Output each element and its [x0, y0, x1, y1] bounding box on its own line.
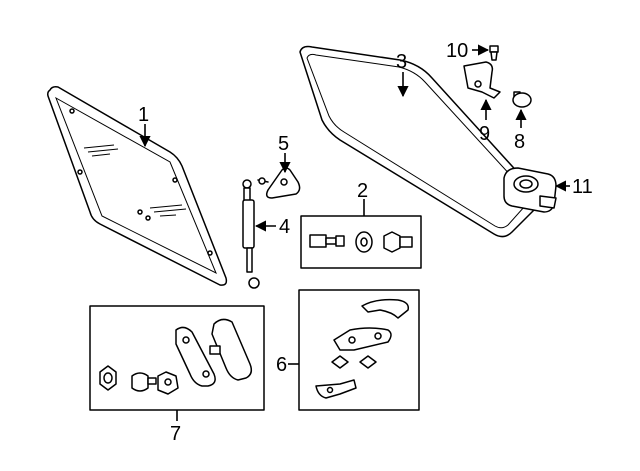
callout-11: 11 — [572, 176, 593, 198]
glass-panel — [47, 86, 228, 286]
callout-1: 1 — [138, 104, 149, 126]
callout-6: 6 — [276, 354, 287, 376]
hinge-assembly-box-7 — [89, 305, 265, 411]
bolt-part — [309, 234, 345, 248]
washer-part — [355, 231, 373, 253]
retainer-clip — [512, 91, 532, 108]
weatherstrip-seal — [299, 45, 538, 238]
support-strut — [242, 179, 260, 289]
callout-3: 3 — [396, 51, 407, 73]
callout-2: 2 — [357, 180, 368, 202]
hardware-kit-box-2 — [300, 215, 422, 269]
nut-part — [383, 231, 413, 253]
callout-10: 10 — [446, 40, 468, 62]
callout-9: 9 — [479, 123, 490, 145]
mounting-bracket — [463, 61, 501, 99]
ball-stud-bracket — [257, 167, 301, 199]
callout-4: 4 — [279, 216, 290, 238]
callout-7: 7 — [170, 423, 181, 445]
latch-housing — [503, 167, 557, 213]
callout-8: 8 — [514, 131, 525, 153]
screw-part — [489, 45, 499, 61]
hinge-components-box-6 — [298, 289, 420, 411]
glass-highlight-marks — [83, 144, 187, 217]
callout-5: 5 — [278, 133, 289, 155]
